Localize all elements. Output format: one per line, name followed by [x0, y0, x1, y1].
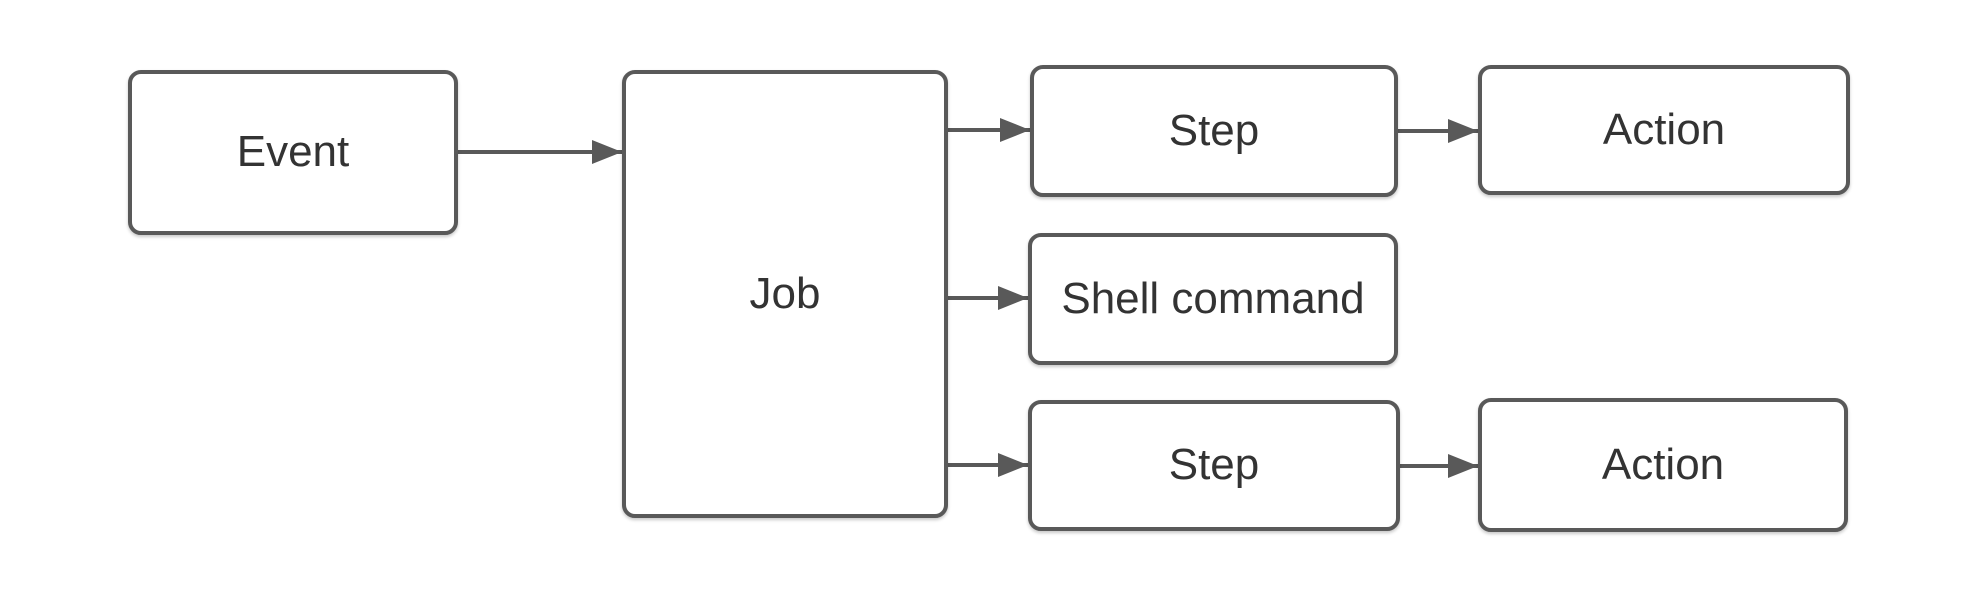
node-step-bottom: Step: [1028, 400, 1400, 531]
node-job: Job: [622, 70, 948, 518]
node-step-top-label: Step: [1168, 105, 1260, 155]
node-step-top: Step: [1030, 65, 1398, 197]
node-shell-command-label: Shell command: [1061, 273, 1365, 323]
node-action-top-label: Action: [1602, 104, 1726, 154]
node-event-label: Event: [236, 127, 350, 177]
node-step-bottom-label: Step: [1168, 440, 1260, 490]
node-action-bottom-label: Action: [1601, 439, 1725, 489]
node-shell-command: Shell command: [1028, 233, 1398, 365]
node-event: Event: [128, 70, 458, 235]
node-job-label: Job: [749, 268, 821, 318]
node-action-bottom: Action: [1478, 398, 1848, 532]
node-action-top: Action: [1478, 65, 1850, 195]
